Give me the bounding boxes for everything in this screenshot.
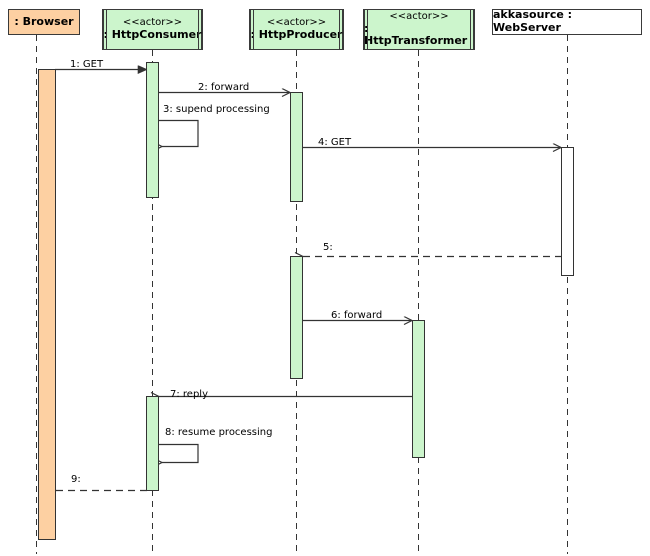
participant-httptransformer-label: : HttpTransformer xyxy=(364,21,468,48)
message-label-3: 3: supend processing xyxy=(163,104,270,115)
message-label-7: 7: reply xyxy=(170,389,208,400)
message-label-5: 5: xyxy=(323,242,333,253)
participant-httptransformer[interactable]: <<actor>> : HttpTransformer xyxy=(363,9,475,50)
participant-webserver[interactable]: akkasource : WebServer xyxy=(492,8,642,35)
message-label-8: 8: resume processing xyxy=(165,427,273,438)
activation-httpproducer-1[interactable] xyxy=(290,92,303,202)
message-line-8 xyxy=(158,443,199,463)
participant-httpproducer-label: : HttpProducer xyxy=(250,27,343,41)
participant-httptransformer-stereotype: <<actor>> xyxy=(389,11,449,23)
activation-webserver[interactable] xyxy=(561,147,574,276)
participant-httpconsumer-stereotype: <<actor>> xyxy=(122,17,183,29)
activation-httptransformer[interactable] xyxy=(412,320,425,458)
message-label-9: 9: xyxy=(71,474,81,485)
message-label-2: 2: forward xyxy=(198,82,250,93)
participant-browser[interactable]: : Browser xyxy=(8,9,80,35)
participant-webserver-label: akkasource : WebServer xyxy=(493,8,573,34)
activation-httpconsumer-1[interactable] xyxy=(146,62,159,198)
activation-httpproducer-2[interactable] xyxy=(290,256,303,379)
participant-httpproducer-stereotype: <<actor>> xyxy=(266,17,327,29)
activation-httpconsumer-2[interactable] xyxy=(146,396,159,491)
participant-httpconsumer[interactable]: <<actor>> : HttpConsumer xyxy=(102,9,203,50)
participant-httpproducer[interactable]: <<actor>> : HttpProducer xyxy=(249,9,344,50)
participant-httpconsumer-label: : HttpConsumer xyxy=(103,27,202,41)
activation-browser[interactable] xyxy=(38,69,56,540)
participant-browser-label: : Browser xyxy=(14,14,74,28)
message-label-1: 1: GET xyxy=(70,59,104,70)
message-label-4: 4: GET xyxy=(318,137,352,148)
message-label-6: 6: forward xyxy=(331,310,383,321)
message-line-3 xyxy=(158,119,199,147)
